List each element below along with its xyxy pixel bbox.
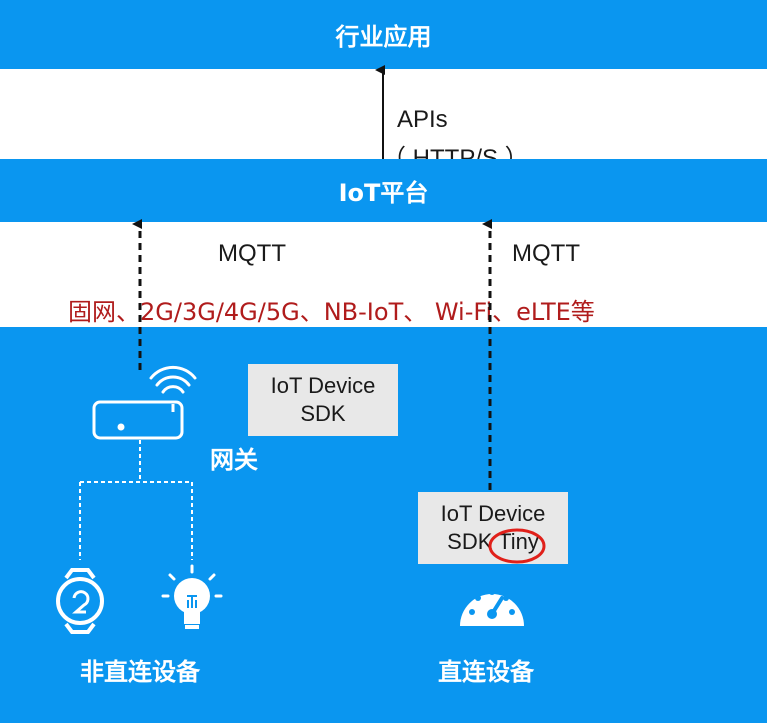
gateway-sdk-line2: SDK [300, 401, 346, 426]
indirect-devices-label: 非直连设备 [80, 658, 200, 686]
direct-sdk-prefix: SDK [447, 529, 493, 554]
light-bulb-icon [161, 564, 223, 629]
iot-platform-label: IoT平台 [338, 179, 429, 207]
gauge-meter-icon [460, 589, 524, 626]
protocols-label: 固网、2G/3G/4G/5G、NB-IoT、 Wi-Fi、eLTE等 [68, 298, 595, 326]
gateway-label: 网关 [210, 446, 258, 474]
direct-sdk-line1: IoT Device [440, 501, 546, 526]
gateway-connections [79, 440, 193, 560]
gateway-router-icon [92, 400, 184, 440]
iot-platform-bar: IoT平台 [0, 159, 767, 222]
apis-label: APIs [397, 106, 448, 133]
direct-device-label: 直连设备 [438, 658, 534, 686]
tiny-highlight-circle [488, 528, 546, 564]
industry-application-label: 行业应用 [335, 23, 432, 51]
wifi-icon [149, 365, 197, 394]
mqtt-right-label: MQTT [512, 240, 580, 267]
industry-application-bar: 行业应用 [0, 0, 767, 69]
gateway-sdk-box: IoT Device SDK [248, 364, 398, 436]
gateway-sdk-line1: IoT Device [270, 373, 376, 398]
mqtt-left-label: MQTT [218, 240, 286, 267]
watch-icon [56, 568, 104, 634]
